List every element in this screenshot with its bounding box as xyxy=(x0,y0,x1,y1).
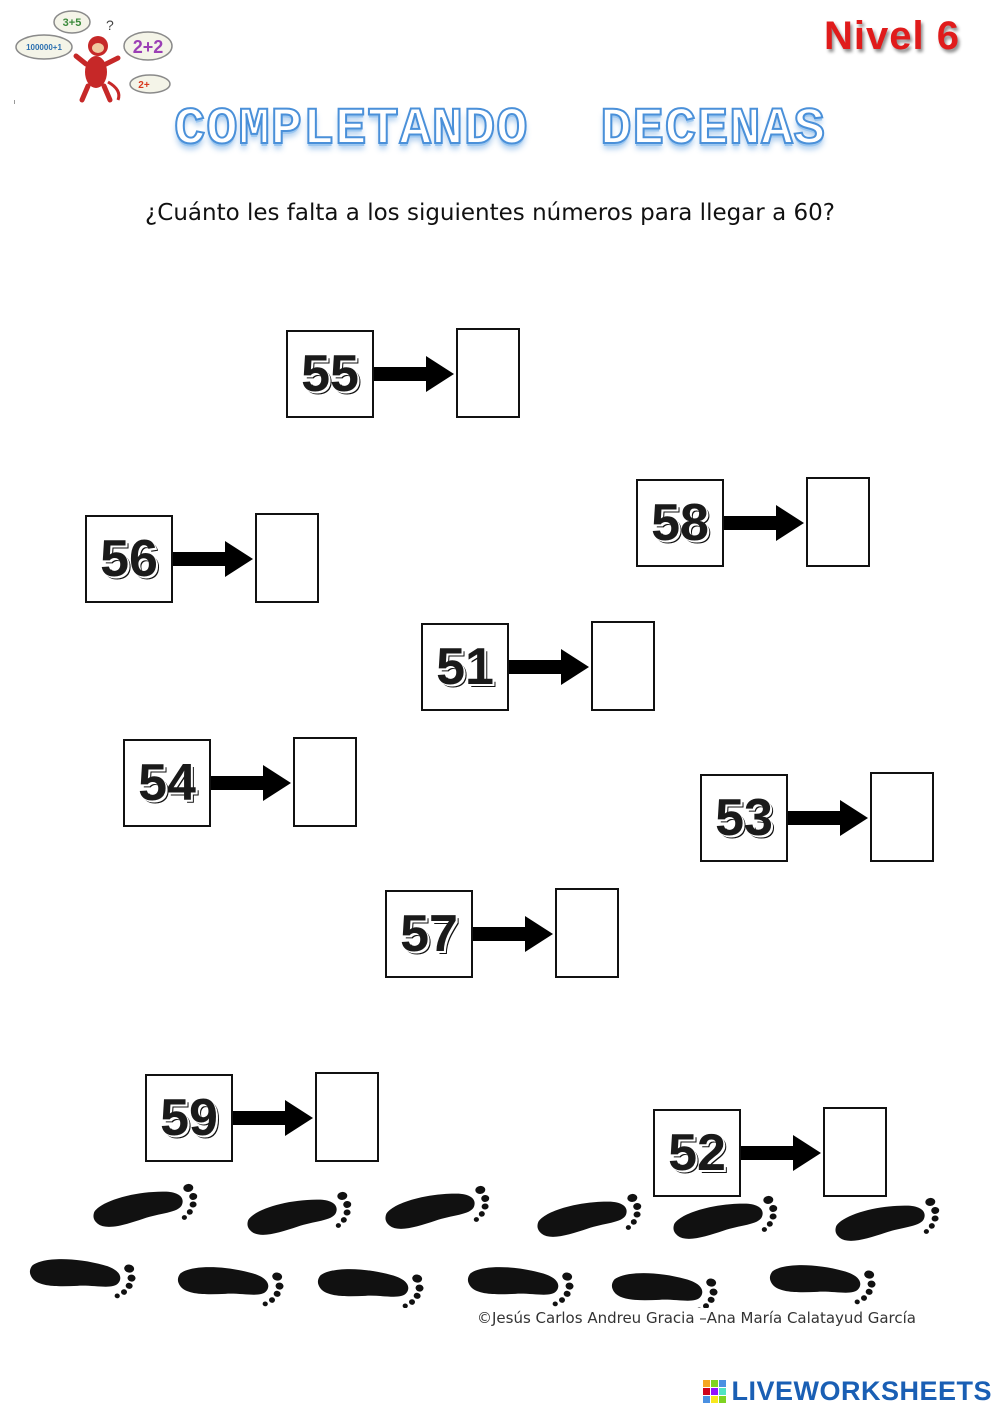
logo-bubble-3: 2+2 xyxy=(133,37,164,57)
right-arrow-icon xyxy=(173,541,253,577)
footprint-icon xyxy=(175,1255,286,1308)
number-box: 54 xyxy=(123,739,211,827)
copyright-text: ©Jesús Carlos Andreu Gracia –Ana María C… xyxy=(477,1309,916,1327)
number-box: 58 xyxy=(636,479,724,567)
exercise-item: 54 xyxy=(123,737,359,829)
exercise-item: 59 xyxy=(145,1072,381,1164)
exercise-item: 57 xyxy=(385,888,621,980)
exercise-item: 58 xyxy=(636,477,872,569)
answer-input[interactable] xyxy=(456,328,520,418)
brand-name: LIVEWORKSHEETS xyxy=(731,1376,992,1406)
number-box: 52 xyxy=(653,1109,741,1197)
answer-input[interactable] xyxy=(555,888,619,978)
exercise-item: 55 xyxy=(286,328,522,420)
footprint-icon xyxy=(535,1193,644,1240)
page-title: COMPLETANDO DECENAS xyxy=(0,99,1000,160)
exercise-item: 56 xyxy=(85,513,321,605)
number-box: 59 xyxy=(145,1074,233,1162)
level-label: Nivel 6 xyxy=(824,14,960,58)
right-arrow-icon xyxy=(788,800,868,836)
number-box: 51 xyxy=(421,623,509,711)
right-arrow-icon xyxy=(724,505,804,541)
footprint-icon xyxy=(671,1195,780,1242)
footprint-icon xyxy=(767,1253,878,1307)
logo-bubble-2: 100000+1 xyxy=(26,43,62,52)
liveworksheets-logo-icon xyxy=(703,1379,727,1403)
number-box: 57 xyxy=(385,890,473,978)
exercise-item: 53 xyxy=(700,772,936,864)
liveworksheets-brand[interactable]: LIVEWORKSHEETS xyxy=(703,1376,992,1407)
exercise-item: 51 xyxy=(421,621,657,713)
number-box: 53 xyxy=(700,774,788,862)
number-box: 55 xyxy=(286,330,374,418)
exercise-item: 52 xyxy=(653,1107,889,1199)
footprints-decoration xyxy=(28,1183,942,1308)
footprint-icon xyxy=(383,1185,492,1232)
right-arrow-icon xyxy=(741,1135,821,1171)
instructions: ¿Cuánto les falta a los siguientes númer… xyxy=(145,200,835,226)
right-arrow-icon xyxy=(374,356,454,392)
answer-input[interactable] xyxy=(255,513,319,603)
answer-input[interactable] xyxy=(293,737,357,827)
right-arrow-icon xyxy=(211,765,291,801)
number-box: 56 xyxy=(85,515,173,603)
monkey-logo: 3+5 100000+1 2+2 2+ ? xyxy=(14,8,176,106)
footprint-icon xyxy=(28,1247,138,1301)
logo-bubble-1: 3+5 xyxy=(63,17,82,29)
answer-input[interactable] xyxy=(315,1072,379,1162)
answer-input[interactable] xyxy=(591,621,655,711)
footprint-icon xyxy=(609,1261,720,1308)
logo-bubble-4: 2+ xyxy=(138,80,150,91)
footprint-icon xyxy=(245,1191,354,1238)
title-word-decenas: DECENAS xyxy=(599,99,826,160)
footprint-icon xyxy=(465,1255,576,1308)
footprint-icon xyxy=(315,1257,426,1308)
right-arrow-icon xyxy=(233,1100,313,1136)
answer-input[interactable] xyxy=(823,1107,887,1197)
answer-input[interactable] xyxy=(870,772,934,862)
footprint-icon xyxy=(91,1183,200,1230)
answer-input[interactable] xyxy=(806,477,870,567)
right-arrow-icon xyxy=(473,916,553,952)
logo-question-mark: ? xyxy=(106,17,114,33)
right-arrow-icon xyxy=(509,649,589,685)
footprint-icon xyxy=(833,1197,942,1244)
title-word-completando: COMPLETANDO xyxy=(173,99,529,160)
